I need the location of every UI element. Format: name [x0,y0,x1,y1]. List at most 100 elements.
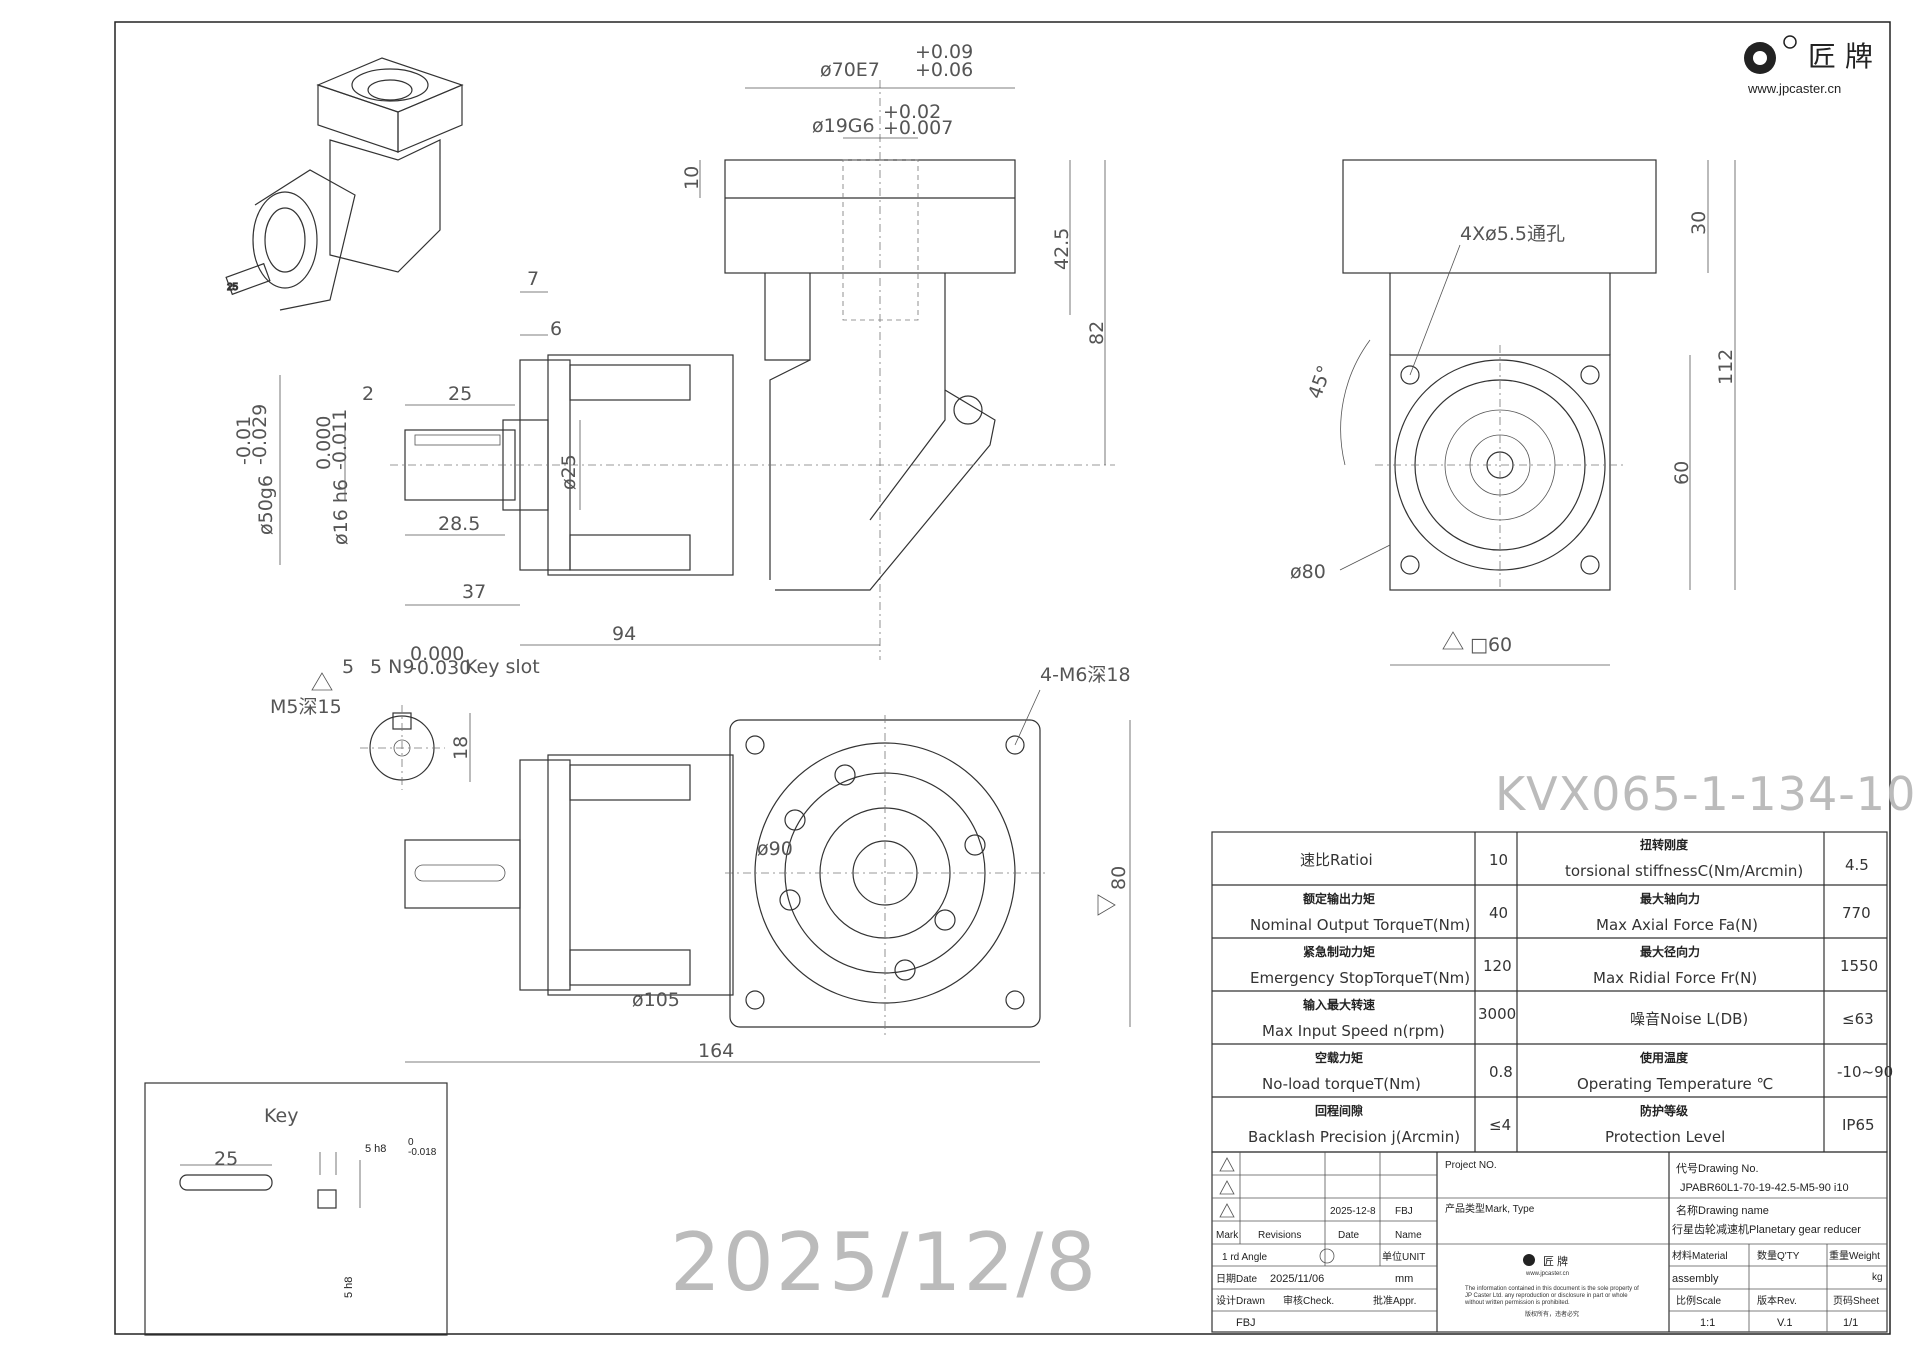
tb-drawn-val: FBJ [1236,1317,1256,1329]
dim-d90: ø90 [757,838,793,860]
spec-nom-en: Nominal Output TorqueT(Nm) [1250,916,1470,934]
tb-unit-val: mm [1395,1273,1413,1285]
dim-d80: ø80 [1290,561,1326,583]
dim-d25: ø25 [558,454,580,490]
dim-6: 6 [550,318,562,340]
dim-d16-tol-up: 0.000 [313,416,335,470]
spec-stiff-en: torsional stiffnessC(Nm/Arcmin) [1565,862,1803,880]
spec-temp-cn: 使用温度 [1639,1050,1689,1065]
spec-radial-en: Max Ridial Force Fr(N) [1593,969,1757,987]
drawing-frame [114,21,1891,1335]
isometric-view: 25 [225,57,464,311]
iso-key-label: 25 [227,282,239,293]
tb-drawing-name: 行星齿轮减速机Planetary gear reducer [1672,1222,1861,1236]
tb-rev-date: 2025-12-8 [1330,1206,1376,1217]
spec-noise-val: ≤63 [1842,1010,1874,1028]
tb-date-val: 2025/11/06 [1270,1273,1324,1285]
spec-noload-val: 0.8 [1489,1063,1513,1081]
title-block: 2025-12-8 FBJ Mark Revisions Date Name 1… [1211,1151,1888,1333]
spec-backlash-val: ≤4 [1489,1116,1511,1134]
brand-url: www.jpcaster.cn [1747,81,1841,96]
tb-drawing-name-label: 名称Drawing name [1676,1203,1769,1217]
input-flange-view: 4-M6深18 ø90 80 ø105 164 [404,664,1131,1063]
dim-60: 60 [1671,461,1693,485]
dim-d16: ø16 h6 [330,479,352,545]
spec-emerg-en: Emergency StopTorqueT(Nm) [1250,969,1470,987]
spec-ip-cn: 防护等级 [1640,1103,1688,1118]
key-len: 25 [214,1148,238,1170]
tb-weight-val: kg [1872,1272,1883,1283]
spec-noload-cn: 空载力矩 [1315,1050,1363,1065]
dim-d70-tol-up: +0.09 [915,41,973,63]
dim-d16-tol-lo: -0.011 [329,409,351,470]
tb-revisions: Revisions [1258,1230,1301,1241]
tb-notice3: without written permission is prohibited… [1464,1300,1570,1306]
brand-logo: 匠 牌 www.jpcaster.cn [1744,35,1873,96]
key-detail: Key 25 5 h8 0 -0.018 5 h8 [144,1082,448,1336]
key-h8-tol: -0.018 [408,1147,437,1158]
dim-37: 37 [462,581,486,603]
spec-noise-en: 噪音Noise L(DB) [1630,1010,1748,1028]
dim-d50-tol-up: -0.01 [233,416,255,465]
spec-ip-val: IP65 [1842,1116,1875,1134]
tb-drawing-no-label: 代号Drawing No. [1676,1162,1759,1175]
tb-drawn: 设计Drawn [1216,1294,1265,1307]
output-flange-view: 4Xø5.5通孔 30 112 45° 60 ø80 □60 [1290,159,1737,666]
key-slot-tol-up: 0.000 [410,643,464,665]
dim-164: 164 [698,1040,734,1062]
spec-table: 速比Ratioi 10 扭转刚度 torsional stiffnessC(Nm… [1211,831,1893,1153]
key-h8-top: 5 h8 [365,1143,386,1155]
dim-d19-tol-lo: +0.007 [883,117,953,139]
dim-d19: ø19G6 [812,115,875,137]
tb-check: 审核Check. [1283,1294,1334,1307]
tb-notice4: 版权所有，违者必究 [1525,1310,1579,1318]
dim-side80: 80 [1108,866,1130,890]
spec-ratio-val: 10 [1489,851,1508,869]
dim-30: 30 [1688,211,1710,235]
tb-mark-type: 产品类型Mark, Type [1445,1202,1535,1215]
dim-2: 2 [362,383,374,405]
spec-noload-en: No-load torqueT(Nm) [1262,1075,1421,1093]
dim-d50: ø50g6 [255,475,277,535]
dim-82: 82 [1086,321,1108,345]
spec-speed-en: Max Input Speed n(rpm) [1262,1022,1445,1040]
tb-project: Project NO. [1445,1160,1497,1171]
spec-axial-en: Max Axial Force Fa(N) [1596,916,1758,934]
key-slot-tri-num: 5 [342,656,354,678]
dim-94: 94 [612,623,636,645]
dim-25: 25 [448,383,472,405]
tb-name: Name [1395,1230,1422,1241]
spec-emerg-val: 120 [1483,957,1512,975]
brand-name: 匠 牌 [1808,40,1873,73]
tb-notice2: JP Caster Ltd. any reproduction or discl… [1465,1293,1628,1299]
key-h8-tol0: 0 [408,1137,414,1148]
tb-sheet-val: 1/1 [1843,1317,1858,1329]
spec-speed-val: 3000 [1478,1005,1516,1023]
spec-stiff-cn: 扭转刚度 [1640,837,1689,852]
shaft-section-view: M5深15 18 [270,696,472,790]
tb-drawing-no: JPABR60L1-70-19-42.5-M5-90 i10 [1680,1182,1849,1194]
tb-scale: 比例Scale [1676,1294,1721,1307]
tb-qty: 数量Q'TY [1757,1249,1800,1262]
dim-42-5: 42.5 [1051,228,1073,270]
dim-d105: ø105 [632,989,680,1011]
dim-10: 10 [681,166,703,190]
key-title: Key [264,1105,298,1127]
dim-m5: M5深15 [270,696,342,718]
spec-radial-cn: 最大径向力 [1640,944,1700,959]
tb-date: Date [1338,1230,1360,1241]
dim-sq60: □60 [1470,634,1512,656]
tb-weight: 重量Weight [1829,1249,1880,1262]
dim-18: 18 [450,736,472,760]
dim-holes: 4Xø5.5通孔 [1460,223,1565,245]
dim-d19-tol-up: +0.02 [883,101,941,123]
spec-backlash-cn: 回程间隙 [1315,1103,1363,1118]
spec-axial-val: 770 [1842,904,1871,922]
tb-angle: 1 rd Angle [1222,1252,1267,1263]
dim-45: 45° [1304,363,1336,402]
tb-rev: 版本Rev. [1757,1294,1797,1307]
dim-7: 7 [527,268,539,290]
key-slot-spec: 5 N9 [370,656,414,678]
spec-speed-cn: 输入最大转速 [1303,997,1375,1012]
